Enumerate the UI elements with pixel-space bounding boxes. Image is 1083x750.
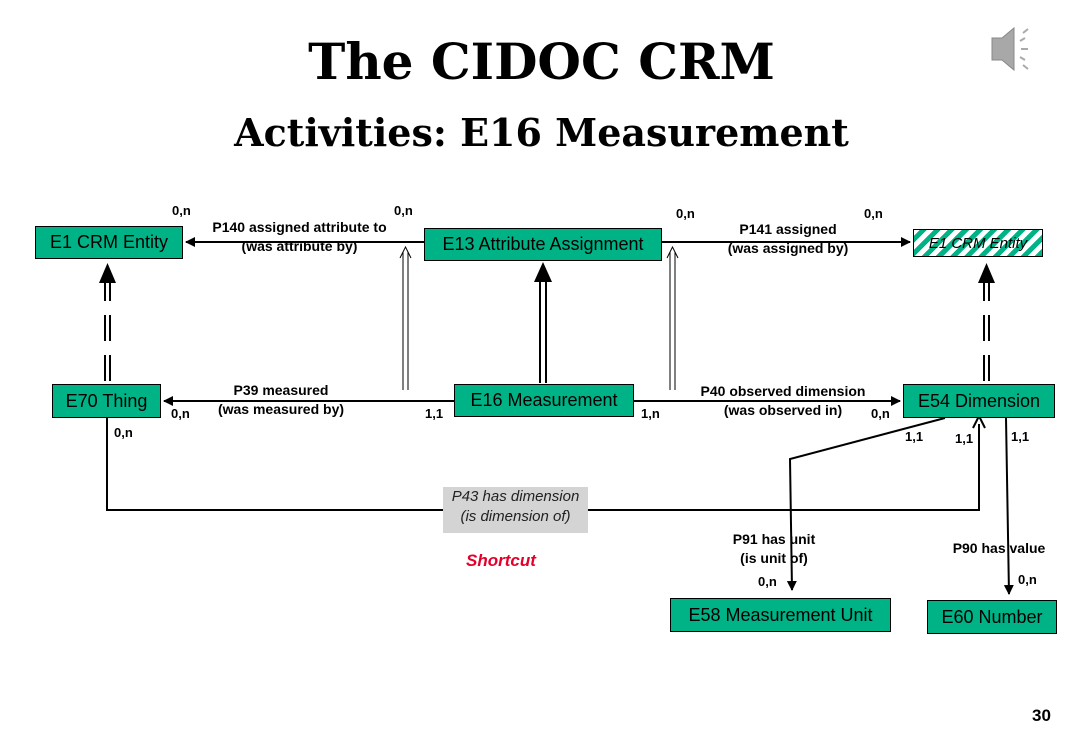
p140-label: P140 assigned attribute to(was attribute… xyxy=(212,219,387,254)
e16-isa-e13-arrowhead xyxy=(534,262,552,282)
cardinality: 0,n xyxy=(871,406,890,421)
p90-label: P90 has value xyxy=(952,540,1046,556)
entity-e54-dimension: E54 Dimension xyxy=(903,384,1055,418)
p91-label: P91 has unit(is unit of) xyxy=(732,531,816,566)
entity-e58-measurement-unit: E58 Measurement Unit xyxy=(670,598,891,632)
entity-e16-measurement: E16 Measurement xyxy=(454,384,634,417)
cardinality: 0,n xyxy=(1018,572,1037,587)
entity-e1-crm-entity: E1 CRM Entity xyxy=(35,226,183,259)
cardinality: 1,n xyxy=(641,406,660,421)
e70-isa-e1 xyxy=(99,263,116,381)
entity-e70-thing: E70 Thing xyxy=(52,384,161,418)
p40-label: P40 observed dimension(was observed in) xyxy=(700,383,866,418)
p141-label: P141 assigned(was assigned by) xyxy=(727,221,849,256)
cardinality: 1,1 xyxy=(1011,429,1030,444)
cardinality: 0,n xyxy=(676,206,695,221)
page-number: 30 xyxy=(1032,706,1051,725)
p90-arrow xyxy=(1003,417,1014,595)
cardinality: 0,n xyxy=(172,203,191,218)
p39-label: P39 measured(was measured by) xyxy=(217,382,345,417)
speaker-icon xyxy=(991,26,1029,72)
cardinality: 0,n xyxy=(394,203,413,218)
slide-subtitle: Activities: E16 Measurement xyxy=(234,110,849,155)
cardinality: 1,1 xyxy=(905,429,924,444)
p43-shortcut-label: P43 has dimension(is dimension of) xyxy=(443,487,588,533)
entity-e13-attribute-assignment: E13 Attribute Assignment xyxy=(424,228,662,261)
slide-title: The CIDOC CRM xyxy=(308,32,775,91)
cardinality: 0,n xyxy=(114,425,133,440)
p91-arrow xyxy=(786,417,946,591)
shortcut-label: Shortcut xyxy=(466,551,536,570)
cardinality: 1,1 xyxy=(425,406,444,421)
cardinality: 0,n xyxy=(864,206,883,221)
cardinality: 1,1 xyxy=(955,431,974,446)
entity-e1-crm-entity-copy: E1 CRM Entity xyxy=(913,229,1043,257)
e54-isa-e1 xyxy=(978,263,995,381)
entity-e60-number: E60 Number xyxy=(927,600,1057,634)
cardinality: 0,n xyxy=(171,406,190,421)
cardinality: 0,n xyxy=(758,574,777,589)
